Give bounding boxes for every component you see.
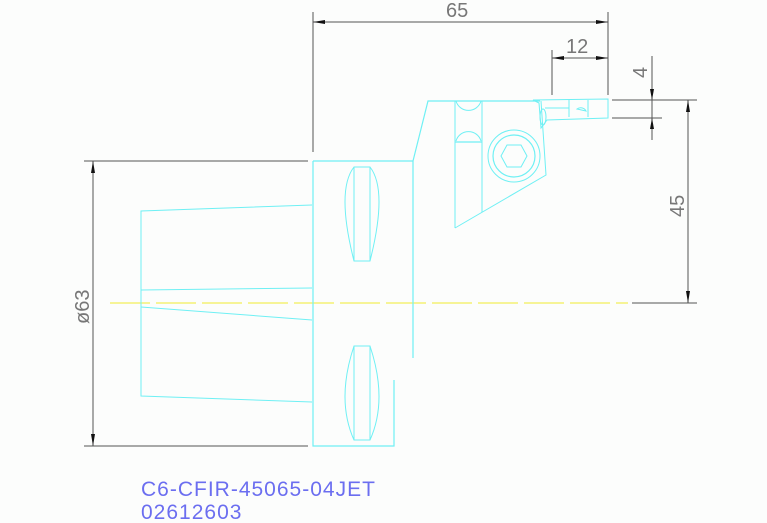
tool-head [412, 100, 547, 229]
dim-65-text: 65 [446, 0, 468, 22]
dim-overall-length: 65 [312, 0, 609, 152]
dim-63-text: ø63 [72, 290, 94, 324]
flange-body [312, 160, 414, 447]
dim-12-text: 12 [566, 36, 588, 58]
dim-shank-diameter: ø63 [72, 160, 308, 447]
dim-45-text: 45 [667, 195, 689, 217]
clamp-slot-lower [344, 345, 380, 441]
dim-center-height: 45 [632, 100, 697, 304]
dim-tip-offset: 4 [612, 56, 697, 140]
part-number: C6-CFIR-45065-04JET [141, 478, 376, 501]
dim-insert-width: 12 [551, 36, 608, 95]
order-code: 02612603 [141, 501, 243, 523]
cutting-insert [532, 98, 609, 130]
dim-4-text: 4 [630, 67, 652, 78]
shank-taper [140, 204, 313, 403]
clamp-slot-upper [344, 166, 380, 262]
clamp-screw [487, 129, 541, 183]
